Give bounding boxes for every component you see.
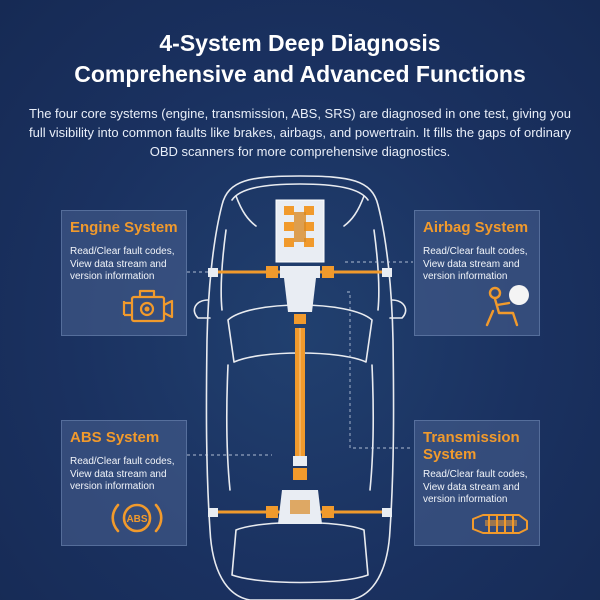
transmission-icon [472, 514, 528, 534]
transmission-connector [347, 291, 413, 449]
abs-system-title: ABS System [70, 429, 160, 446]
transmission-system-card: Transmission System Read/Clear fault cod… [414, 420, 540, 546]
driveshaft [293, 328, 307, 480]
airbag-icon [485, 285, 529, 327]
abs-system-description: Read/Clear fault codes, View data stream… [70, 456, 175, 492]
engine-system-title: Engine System [70, 219, 178, 236]
transmission-title-line-1: Transmission [423, 429, 520, 446]
abs-icon: ABS [111, 503, 163, 533]
engine-block [275, 199, 325, 263]
transmission-title-line-2: System [423, 446, 477, 463]
title-line-1: 4-System Deep Diagnosis [159, 30, 441, 56]
airbag-system-title: Airbag System [423, 219, 529, 236]
engine-icon [122, 289, 174, 323]
rear-axle [208, 490, 392, 524]
windshield-outline [227, 304, 373, 363]
page-subtitle: The four core systems (engine, transmiss… [29, 106, 571, 159]
transmission-system-description: Read/Clear fault codes, View data stream… [423, 469, 528, 505]
engine-system-description: Read/Clear fault codes, View data stream… [70, 246, 175, 282]
title-line-2: Comprehensive and Advanced Functions [74, 61, 526, 87]
engine-system-card: Engine System Read/Clear fault codes, Vi… [61, 210, 187, 336]
abs-icon-label: ABS [126, 514, 147, 525]
left-mirror [193, 299, 211, 319]
airbag-system-description: Read/Clear fault codes, View data stream… [423, 246, 528, 282]
rear-window-outline [231, 521, 369, 584]
airbag-system-card: Airbag System Read/Clear fault codes, Vi… [414, 210, 540, 336]
right-mirror [389, 299, 407, 319]
front-axle [208, 266, 392, 278]
abs-system-card: ABS System Read/Clear fault codes, View … [61, 420, 187, 546]
transmission-housing [284, 278, 316, 324]
car-body-outline [205, 175, 395, 600]
transmission-system-title: Transmission System [423, 429, 531, 463]
page-title: 4-System Deep Diagnosis Comprehensive an… [0, 28, 600, 90]
